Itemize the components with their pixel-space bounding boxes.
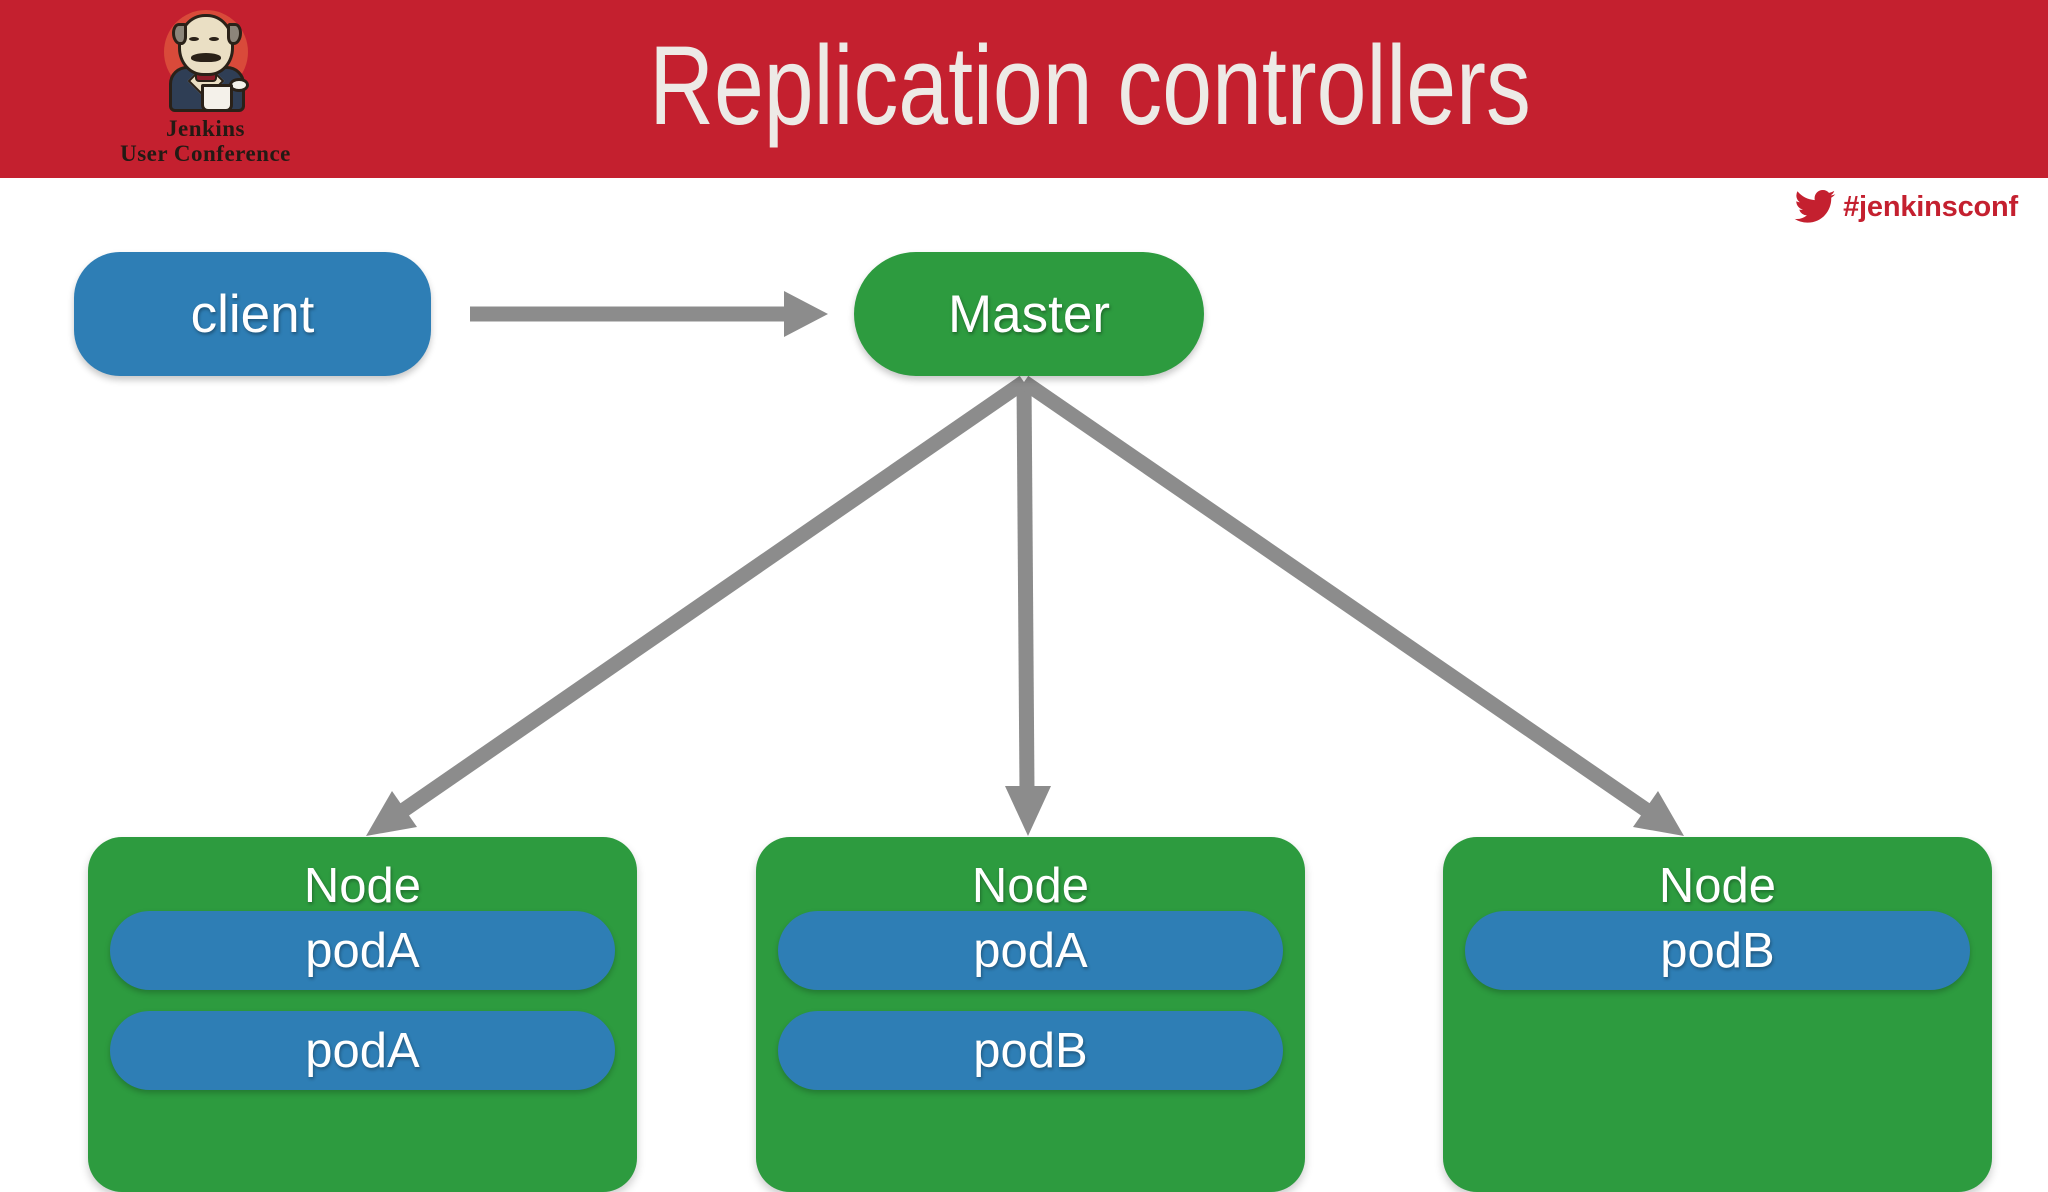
pod-pill[interactable]: podA	[778, 911, 1283, 990]
node-3-pod-list: podB	[1465, 911, 1970, 1011]
hashtag-label: #jenkinsconf	[1843, 190, 2018, 223]
replication-controllers-diagram: client Master Node podA podA Node podA p…	[0, 178, 2048, 1192]
node-3-title: Node	[1658, 859, 1777, 913]
master-label: Master	[948, 284, 1110, 344]
twitter-bird-icon	[1794, 190, 1836, 223]
client-box[interactable]: client	[74, 252, 431, 376]
node-box-1[interactable]: Node podA podA	[88, 837, 637, 1192]
conference-hashtag: #jenkinsconf	[1794, 190, 2018, 224]
jenkins-user-conference-logo: Jenkins User Conference	[118, 6, 293, 174]
master-box[interactable]: Master	[854, 252, 1204, 376]
jenkins-logo-text: Jenkins User Conference	[118, 116, 293, 166]
arrow-master-to-node-1	[366, 375, 1029, 836]
client-label: client	[190, 284, 315, 344]
arrow-client-to-master	[470, 291, 828, 337]
node-box-3[interactable]: Node podB	[1443, 837, 1992, 1192]
node-1-title: Node	[303, 859, 422, 913]
logo-line-1: Jenkins	[166, 116, 245, 141]
pod-pill[interactable]: podA	[110, 911, 615, 990]
arrow-master-to-node-2	[1005, 381, 1051, 836]
pod-pill[interactable]: podB	[778, 1011, 1283, 1090]
pod-pill[interactable]: podA	[110, 1011, 615, 1090]
jenkins-butler-logo-icon	[151, 6, 261, 114]
node-2-pod-list: podA podB	[778, 911, 1283, 1111]
node-box-2[interactable]: Node podA podB	[756, 837, 1305, 1192]
header-band: Jenkins User Conference Replication cont…	[0, 0, 2048, 178]
arrow-master-to-node-3	[1019, 375, 1684, 836]
logo-line-2: User Conference	[120, 141, 291, 166]
node-2-title: Node	[971, 859, 1090, 913]
page-title: Replication controllers	[649, 23, 1531, 148]
pod-pill[interactable]: podB	[1465, 911, 1970, 990]
node-1-pod-list: podA podA	[110, 911, 615, 1111]
